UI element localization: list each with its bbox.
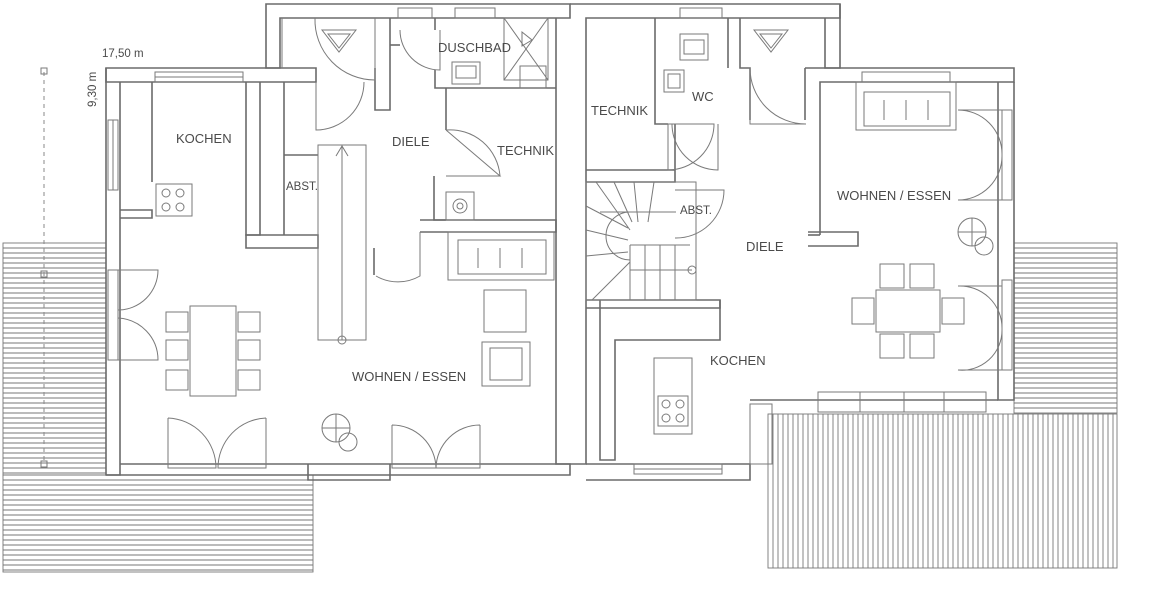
left-top-windows xyxy=(107,7,496,361)
room-label-technik-right: TECHNIK xyxy=(591,103,648,118)
right-plant-icon xyxy=(957,217,994,256)
right-doors xyxy=(667,67,1003,371)
width-dimension-label: 17,50 m xyxy=(102,48,144,60)
right-kitchen-counter xyxy=(749,391,987,465)
room-label-kochen-right: KOCHEN xyxy=(710,353,766,368)
right-entrance-arrow-icon xyxy=(752,29,790,53)
room-label-abst-right: ABST. xyxy=(680,205,712,217)
left-unit-walls xyxy=(105,3,571,481)
left-staircase xyxy=(317,144,367,345)
depth-dimension-label: 9,30 m xyxy=(87,72,99,107)
right-kitchen-island xyxy=(653,357,693,435)
deck-outline xyxy=(767,413,1118,569)
left-technik-unit xyxy=(445,191,475,221)
left-dining-table xyxy=(165,305,261,397)
room-label-diele-left: DIELE xyxy=(392,134,430,149)
left-plant-icon xyxy=(321,413,358,452)
left-living-furniture xyxy=(447,231,555,387)
right-dining-table xyxy=(851,263,965,359)
left-doors xyxy=(117,17,502,469)
room-label-diele-right: DIELE xyxy=(746,239,784,254)
room-label-wohnen-essen-right: WOHNEN / ESSEN xyxy=(837,188,951,203)
room-label-wc: WC xyxy=(692,89,714,104)
right-wc-fixtures xyxy=(663,33,709,93)
room-label-wohnen-essen-left: WOHNEN / ESSEN xyxy=(352,369,466,384)
right-living-furniture xyxy=(855,81,957,131)
terrace-bottom-right xyxy=(767,413,1118,569)
right-unit-walls xyxy=(570,3,1015,481)
terrace-bottom-left xyxy=(2,474,314,573)
terrace-right xyxy=(1013,242,1118,414)
terrace-left xyxy=(2,242,107,476)
room-label-abst-left: ABST. xyxy=(286,181,318,193)
dimension-lines xyxy=(40,67,48,468)
room-label-duschbad: DUSCHBAD xyxy=(438,40,511,55)
room-label-kochen-left: KOCHEN xyxy=(176,131,232,146)
right-top-windows xyxy=(633,7,1013,475)
left-kitchen-cooktop xyxy=(155,183,193,217)
left-bathroom-fixtures xyxy=(451,17,549,89)
right-staircase xyxy=(585,181,697,301)
left-entrance-arrow-icon xyxy=(320,29,358,53)
room-label-technik-left: TECHNIK xyxy=(497,143,554,158)
